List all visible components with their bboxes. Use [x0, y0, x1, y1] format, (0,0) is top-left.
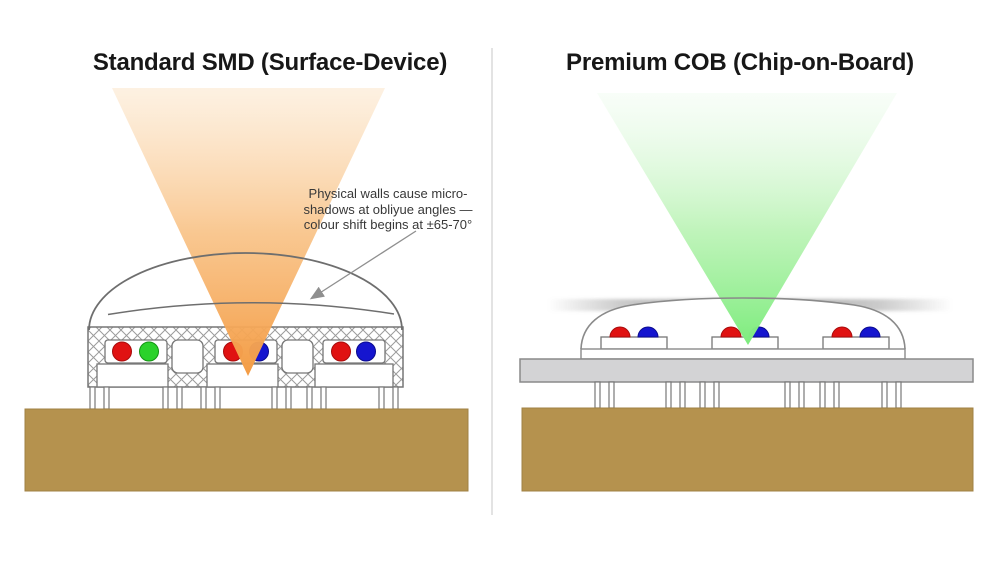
annotation-arrow	[309, 230, 417, 300]
panel-divider	[491, 48, 493, 515]
smd-base-strip	[314, 363, 394, 388]
cob-lens-outline	[580, 297, 906, 350]
smd-light-beam	[112, 88, 385, 376]
smd-legs	[89, 386, 399, 410]
cob-led-blue	[859, 326, 881, 338]
micro-shadow-annotation: Physical walls cause micro- shadows at o…	[300, 186, 476, 233]
cob-panel-title: Premium COB (Chip-on-Board)	[566, 49, 914, 76]
cob-chip-pad-3	[822, 336, 890, 350]
smd-led-blue	[356, 341, 376, 362]
smd-led-red	[112, 341, 132, 362]
smd-panel-title: Standard SMD (Surface-Device)	[92, 49, 448, 76]
annotation-line-1: Physical walls cause micro-	[308, 186, 468, 201]
cob-light-beam	[597, 93, 897, 345]
smd-wall-spacer	[281, 339, 314, 374]
annotation-line-3: colour shift begins at ±65-70°	[303, 217, 473, 232]
annotation-line-2: shadows at obliyue angles —	[303, 201, 473, 217]
smd-wall-spacer	[171, 339, 204, 374]
cob-pcb-board	[521, 407, 974, 492]
smd-led-green	[139, 341, 159, 362]
cob-led-red	[720, 326, 742, 338]
smd-led-red	[331, 341, 351, 362]
smd-pcb-board	[24, 408, 469, 492]
cob-led-red	[831, 326, 853, 338]
cob-led-blue	[637, 326, 659, 338]
smd-base-strip	[206, 363, 279, 388]
smd-dome-outer-arc	[88, 252, 403, 331]
cob-diagram	[519, 93, 974, 492]
cob-led-red	[609, 326, 631, 338]
smd-diagram	[24, 88, 469, 492]
smd-dome-inner-arc	[107, 302, 395, 316]
cob-substrate	[580, 348, 906, 360]
cob-legs	[594, 381, 902, 409]
cob-chip-pad-1	[600, 336, 668, 350]
smd-base-strip	[96, 363, 169, 388]
cob-metal-plate	[519, 358, 974, 383]
